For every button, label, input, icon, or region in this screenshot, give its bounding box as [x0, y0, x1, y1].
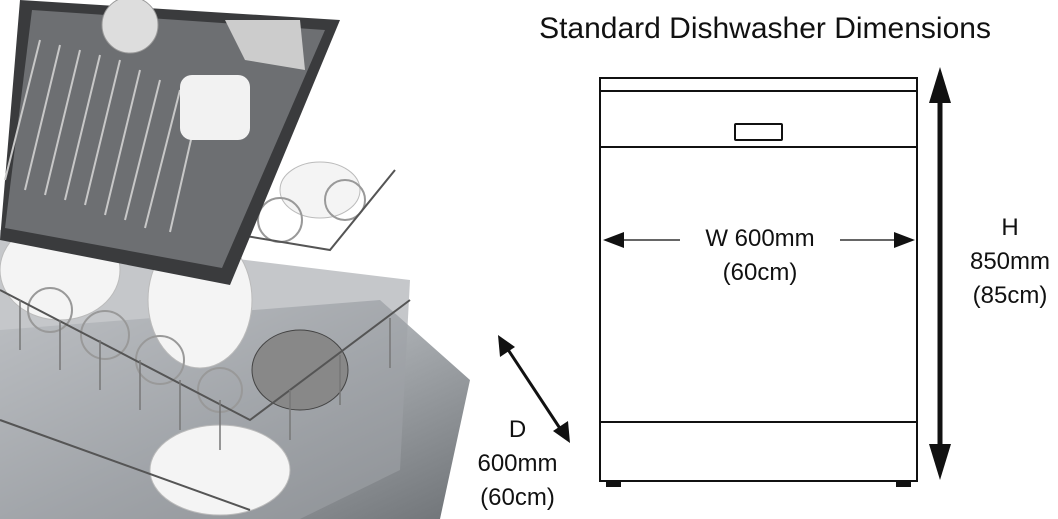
depth-arrow — [498, 335, 570, 443]
dishwasher-photo — [0, 0, 470, 519]
depth-mm: 600mm — [477, 450, 558, 477]
height-cm: (85cm) — [972, 282, 1048, 309]
diagram-title: Standard Dishwasher Dimensions — [539, 12, 991, 45]
dishwasher-front-drawing — [599, 77, 918, 487]
height-mm: 850mm — [969, 248, 1051, 275]
height-label: H 850mm (85cm) — [955, 211, 1058, 313]
width-mm: W 600mm — [705, 225, 815, 252]
height-arrow — [929, 67, 951, 480]
width-label: W 600mm (60cm) — [680, 222, 840, 290]
width-cm: (60cm) — [722, 259, 798, 286]
depth-cm: (60cm) — [480, 484, 555, 511]
depth-letter: D — [508, 416, 527, 443]
depth-label: D 600mm (60cm) — [460, 413, 575, 515]
height-letter: H — [1001, 214, 1019, 241]
